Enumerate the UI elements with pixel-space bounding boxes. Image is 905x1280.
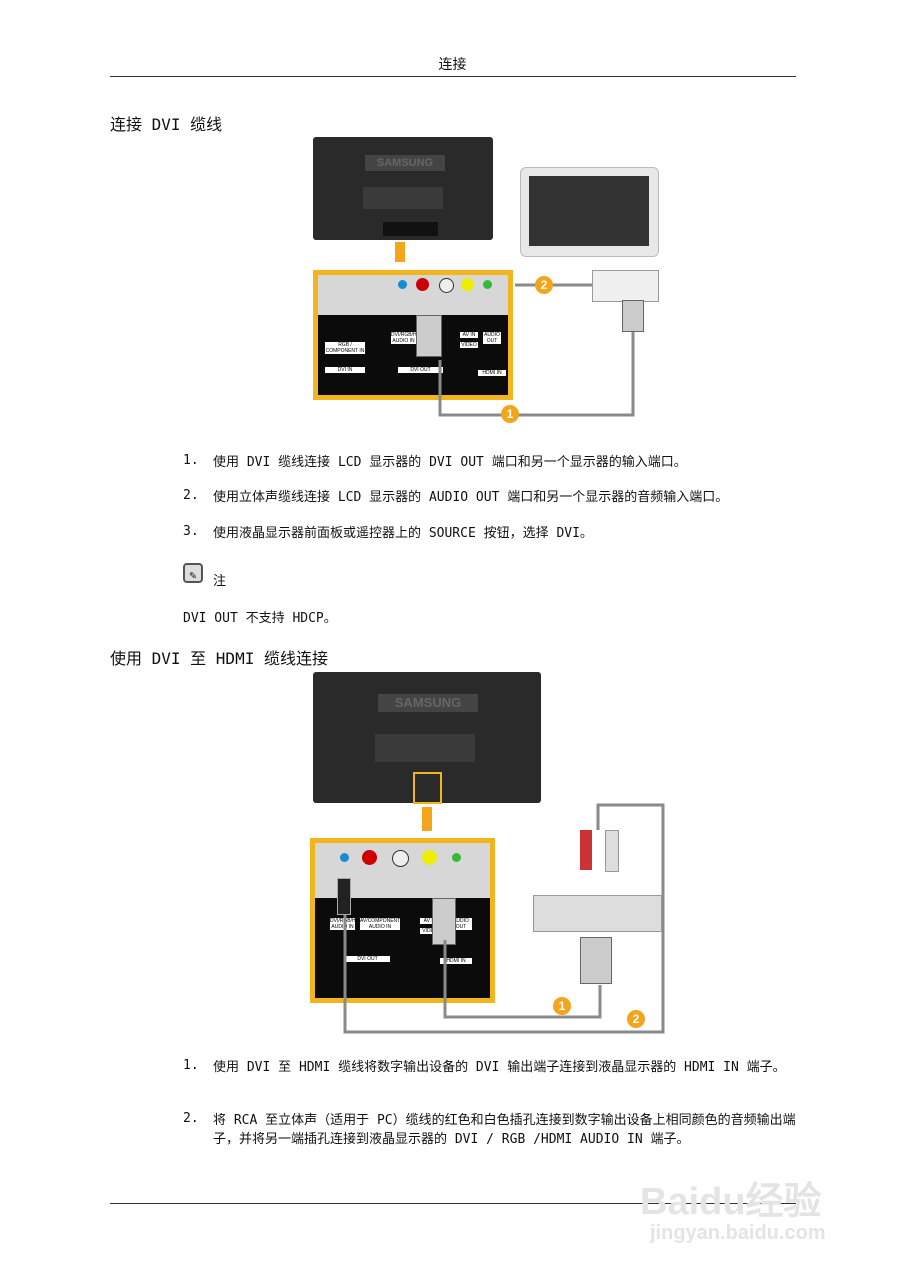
arrow-down-icon [395, 242, 405, 262]
badge-1: 1 [553, 997, 571, 1015]
dvi-connection-diagram: SAMSUNG RGB / COMPONENT IN DVI IN DVI/RG… [300, 130, 680, 430]
label-audio-in: DVI/RGB/HDMI AUDIO IN [330, 918, 365, 930]
audio-port-green [452, 853, 461, 862]
second-monitor-screen [529, 176, 649, 246]
section-heading-dvi-hdmi: 使用 DVI 至 HDMI 缆线连接 [110, 649, 328, 668]
note-text: DVI OUT 不支持 HDCP。 [183, 611, 337, 626]
rca-red [416, 278, 429, 291]
audio-port-green [483, 280, 492, 289]
label-av-in: AV IN [460, 332, 478, 338]
arrow-down-icon [422, 807, 432, 831]
label-av-component-audio-in: AV/COMPONENT AUDIO IN [360, 918, 401, 930]
panel-top [318, 275, 508, 315]
port-panel: RGB / COMPONENT IN DVI IN DVI/RGB/HDMI A… [313, 270, 513, 400]
step-number: 2. [183, 1111, 199, 1126]
watermark-url: jingyan.baidu.com [650, 1222, 826, 1244]
label-dvi-out: DVI OUT [345, 956, 390, 962]
cables [438, 283, 635, 417]
watermark-logo: Baidu经验 [640, 1181, 822, 1223]
second-monitor [520, 167, 659, 257]
dvi-plug [416, 315, 442, 357]
label-dvi-in: DVI IN [325, 367, 365, 373]
badge-2: 2 [535, 276, 553, 294]
note-pencil-icon: ✎ [183, 563, 203, 583]
rca-plug-red [580, 830, 592, 870]
badge-2: 2 [627, 1010, 645, 1028]
step-number: 1. [183, 1058, 199, 1073]
label-video: VIDEO [420, 928, 440, 934]
page-header-title: 连接 [438, 57, 467, 73]
brand-logo: SAMSUNG [365, 155, 445, 171]
step-text: 将 RCA 至立体声（适用于 PC）缆线的红色和白色插孔连接到数字输出设备上相同… [213, 1113, 796, 1147]
step-text: 使用液晶显示器前面板或遥控器上的 SOURCE 按钮，选择 DVI。 [213, 526, 593, 541]
monitor-back: SAMSUNG [313, 137, 493, 240]
digital-output-device [533, 895, 662, 932]
monitor-panel-recess [375, 734, 475, 762]
audio-port-blue [340, 853, 349, 862]
monitor-panel-recess [363, 187, 443, 209]
step-number: 3. [183, 524, 199, 539]
label-dvi-out: DVI OUT [398, 367, 443, 373]
label-rgb-component-in: RGB / COMPONENT IN [325, 342, 365, 354]
dvi-plug [580, 937, 612, 984]
rca-red [362, 850, 377, 865]
rca-yellow [422, 850, 437, 865]
dvi-hdmi-connection-diagram: SAMSUNG DVI/RGB/HDMI AUDIO IN AV/COMPONE… [300, 665, 680, 1040]
step-number: 1. [183, 453, 199, 468]
label-hdmi-in: HDMI IN [478, 370, 506, 376]
badge-1: 1 [501, 405, 519, 423]
audio-plug [337, 878, 351, 915]
rca-white [439, 278, 454, 293]
hdmi-plug [432, 898, 456, 945]
second-monitor-ports [592, 270, 659, 302]
brand-logo: SAMSUNG [378, 694, 478, 712]
label-audio-in: DVI/RGB/HDMI AUDIO IN [391, 332, 426, 344]
port-strip [383, 222, 438, 236]
dvi-plug-2 [622, 300, 644, 332]
note-label: 注 [213, 574, 227, 589]
rca-yellow [461, 278, 474, 291]
audio-port-blue [398, 280, 407, 289]
cables [343, 803, 665, 1034]
footer-divider [110, 1203, 796, 1204]
highlight-box [413, 772, 442, 804]
rca-white [392, 850, 409, 867]
section-heading-dvi: 连接 DVI 缆线 [110, 115, 223, 134]
rca-plug-white [605, 830, 619, 872]
monitor-back: SAMSUNG [313, 672, 541, 804]
label-audio-out: AUDIO OUT [483, 332, 501, 344]
step-text: 使用 DVI 至 HDMI 缆线将数字输出设备的 DVI 输出端子连接到液晶显示… [213, 1060, 786, 1075]
step-text: 使用 DVI 缆线连接 LCD 显示器的 DVI OUT 端口和另一个显示器的输… [213, 455, 687, 470]
step-number: 2. [183, 488, 199, 503]
label-av-in: AV IN [420, 918, 440, 924]
step-text: 使用立体声缆线连接 LCD 显示器的 AUDIO OUT 端口和另一个显示器的音… [213, 490, 729, 505]
label-hdmi-in: HDMI IN [440, 958, 472, 964]
header-divider [110, 76, 796, 77]
label-video: VIDEO [460, 342, 478, 348]
panel-bottom [318, 315, 508, 395]
